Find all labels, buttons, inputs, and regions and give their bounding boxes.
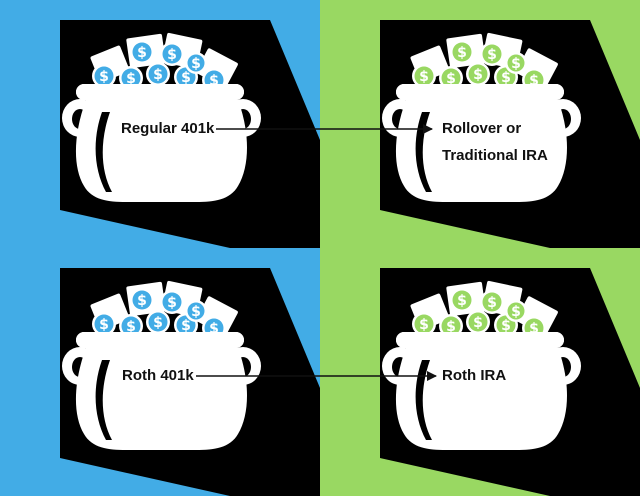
svg-text:$: $ [167, 295, 177, 311]
dollar-coin-icon: $ [92, 64, 116, 88]
pot-label-line-2: Traditional IRA [442, 147, 548, 164]
svg-text:$: $ [99, 317, 109, 333]
dollar-coin-icon: $ [160, 290, 184, 314]
money-pot-icon: $$$$$$$$ [0, 0, 320, 248]
svg-text:$: $ [137, 293, 147, 309]
pot-label-rollover-ira: Rollover or Traditional IRA [442, 115, 548, 169]
dollar-coin-icon: $ [450, 40, 474, 64]
coin-pile: $$$$$$$$ [92, 40, 226, 92]
svg-text:$: $ [209, 321, 219, 337]
svg-text:$: $ [487, 295, 497, 311]
svg-text:$: $ [191, 56, 201, 72]
money-pot-icon: $$$$$$$$ [0, 248, 320, 496]
svg-text:$: $ [487, 47, 497, 63]
svg-text:$: $ [419, 69, 429, 85]
dollar-coin-icon: $ [412, 64, 436, 88]
dollar-coin-icon: $ [466, 62, 490, 86]
svg-text:$: $ [126, 71, 136, 87]
dollar-coin-icon: $ [185, 52, 207, 74]
dollar-coin-icon: $ [505, 300, 527, 322]
svg-text:$: $ [501, 318, 511, 334]
dollar-coin-icon: $ [185, 300, 207, 322]
pot-rim [76, 84, 244, 100]
svg-text:$: $ [473, 315, 483, 331]
dollar-coin-icon: $ [146, 62, 170, 86]
panel-bottom-right: $$$$$$$$ Roth IRA [320, 248, 640, 496]
dollar-coin-icon: $ [450, 288, 474, 312]
dollar-coin-icon: $ [412, 312, 436, 336]
svg-text:$: $ [181, 318, 191, 334]
dollar-coin-icon: $ [160, 42, 184, 66]
svg-text:$: $ [511, 304, 521, 320]
dollar-coin-icon: $ [130, 40, 154, 64]
dollar-coin-icon: $ [130, 288, 154, 312]
svg-text:$: $ [419, 317, 429, 333]
svg-text:$: $ [446, 71, 456, 87]
dollar-coin-icon: $ [505, 52, 527, 74]
pot-rim [76, 332, 244, 348]
dollar-coin-icon: $ [466, 310, 490, 334]
pot-label-line-1: Rollover or [442, 120, 522, 137]
pot-rim [396, 332, 564, 348]
svg-text:$: $ [473, 67, 483, 83]
money-pot-icon: $$$$$$$$ [320, 248, 640, 496]
svg-text:$: $ [167, 47, 177, 63]
svg-text:$: $ [446, 319, 456, 335]
dollar-coin-icon: $ [146, 310, 170, 334]
pot-label-roth-401k: Roth 401k [122, 367, 194, 384]
svg-text:$: $ [209, 73, 219, 89]
svg-text:$: $ [501, 70, 511, 86]
svg-text:$: $ [126, 319, 136, 335]
pot-label-roth-ira: Roth IRA [442, 367, 507, 384]
money-pot-icon: $$$$$$$$ [320, 0, 640, 248]
panel-bottom-left: $$$$$$$$ Roth 401k [0, 248, 320, 496]
dollar-coin-icon: $ [480, 42, 504, 66]
panel-top-right: $$$$$$$$ Rollover or Traditional IRA [320, 0, 640, 248]
svg-text:$: $ [457, 293, 467, 309]
svg-text:$: $ [529, 73, 539, 89]
dollar-coin-icon: $ [92, 312, 116, 336]
dollar-coin-icon: $ [480, 290, 504, 314]
pot-label-regular-401k: Regular 401k [121, 120, 215, 137]
svg-text:$: $ [457, 45, 467, 61]
svg-text:$: $ [99, 69, 109, 85]
svg-text:$: $ [529, 321, 539, 337]
svg-text:$: $ [137, 45, 147, 61]
svg-text:$: $ [153, 67, 163, 83]
svg-text:$: $ [511, 56, 521, 72]
pot-rim [396, 84, 564, 100]
svg-text:$: $ [153, 315, 163, 331]
panel-top-left: $$$$$$$$ Regular 401k [0, 0, 320, 248]
svg-text:$: $ [181, 70, 191, 86]
svg-text:$: $ [191, 304, 201, 320]
